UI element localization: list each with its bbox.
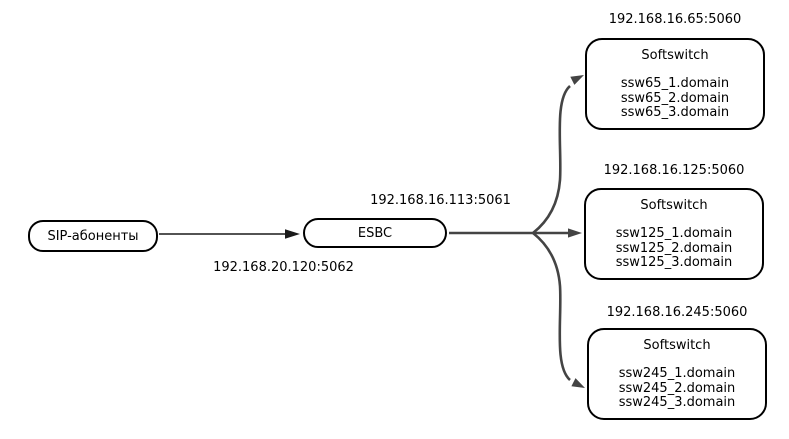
node-esbc-label: ESBC: [357, 225, 393, 241]
edge-esbc-to-softswitch-65: [532, 75, 584, 235]
softswitch-65-domain-2: ssw65_2.domain: [620, 90, 730, 106]
node-esbc: ESBC: [303, 218, 447, 248]
softswitch-65-domain-3: ssw65_3.domain: [620, 105, 730, 121]
node-softswitch-65-title: Softswitch: [641, 48, 709, 63]
label-softswitch-245-address: 192.168.16.245:5060: [606, 305, 748, 320]
node-sip-subscribers-label: SIP-абоненты: [47, 228, 139, 244]
softswitch-125-domain-2: ssw125_2.domain: [615, 240, 733, 256]
edge-sip-to-esbc: [159, 229, 300, 239]
edge-esbc-to-softswitch-125: [533, 228, 582, 238]
edge-esbc-to-softswitch-245: [532, 231, 585, 388]
node-softswitch-125: Softswitch ssw125_1.domain ssw125_2.doma…: [584, 188, 764, 280]
softswitch-245-domain-2: ssw245_2.domain: [618, 380, 736, 396]
node-sip-subscribers: SIP-абоненты: [28, 220, 158, 252]
node-softswitch-125-title: Softswitch: [640, 198, 708, 213]
softswitch-245-domain-3: ssw245_3.domain: [618, 395, 736, 411]
label-softswitch-65-address: 192.168.16.65:5060: [608, 12, 742, 27]
node-softswitch-245: Softswitch ssw245_1.domain ssw245_2.doma…: [587, 328, 767, 420]
softswitch-125-domain-1: ssw125_1.domain: [615, 226, 733, 241]
label-esbc-downlink-address: 192.168.20.120:5062: [213, 260, 354, 275]
softswitch-245-domain-1: ssw245_1.domain: [618, 366, 736, 381]
node-softswitch-245-title: Softswitch: [643, 338, 711, 353]
softswitch-125-domain-3: ssw125_3.domain: [615, 255, 733, 271]
node-softswitch-65: Softswitch ssw65_1.domain ssw65_2.domain…: [585, 38, 765, 130]
softswitch-65-domain-1: ssw65_1.domain: [620, 76, 730, 91]
label-softswitch-125-address: 192.168.16.125:5060: [603, 163, 745, 178]
label-esbc-uplink-address: 192.168.16.113:5061: [370, 193, 511, 208]
